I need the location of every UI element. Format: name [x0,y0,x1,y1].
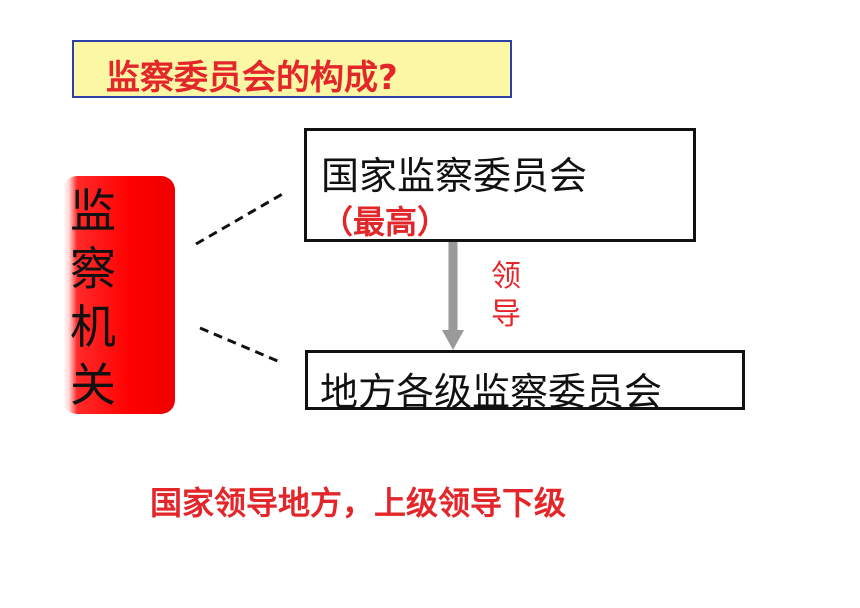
supervisory-organ-label: 监 察 机 关 [70,182,130,414]
red-side-bar [63,176,175,414]
lead-char: 领 [491,259,521,294]
title-box: 监察委员会的构成? [72,40,512,98]
label-char: 监 [70,184,116,238]
dashed-connector-bottom [199,326,281,364]
national-commission-label: 国家监察委员会 [321,154,588,198]
local-commission-label: 地方各级监察委员会 [320,370,663,414]
lead-label: 领 导 [486,258,526,334]
leadership-note: 国家领导地方，上级领导下级 [150,484,567,522]
highest-label: （最高） [321,203,450,241]
diagram-title: 监察委员会的构成? [106,58,398,98]
label-char: 关 [70,358,116,412]
local-commission-box: 地方各级监察委员会 [305,350,745,414]
lead-char: 导 [491,297,521,332]
label-char: 机 [70,300,116,354]
dashed-connector-top [195,190,287,246]
label-char: 察 [70,242,116,296]
national-commission-box: 国家监察委员会 （最高） [304,128,696,242]
vertical-arrow-head [442,330,464,350]
